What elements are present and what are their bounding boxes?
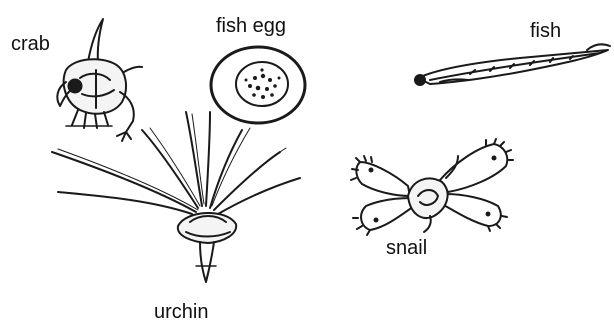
crab-label: crab: [11, 34, 50, 54]
snail-label: snail: [386, 238, 427, 258]
fish-egg-drawing: [211, 47, 305, 123]
crab-larva-drawing: [57, 19, 142, 141]
fish-label: fish: [530, 21, 561, 41]
fish-egg-label: fish egg: [216, 16, 286, 36]
fish-larva-drawing: [415, 44, 610, 85]
urchin-label: urchin: [154, 302, 208, 322]
urchin-larva-drawing: [52, 112, 300, 282]
snail-larva-drawing: [351, 139, 513, 235]
